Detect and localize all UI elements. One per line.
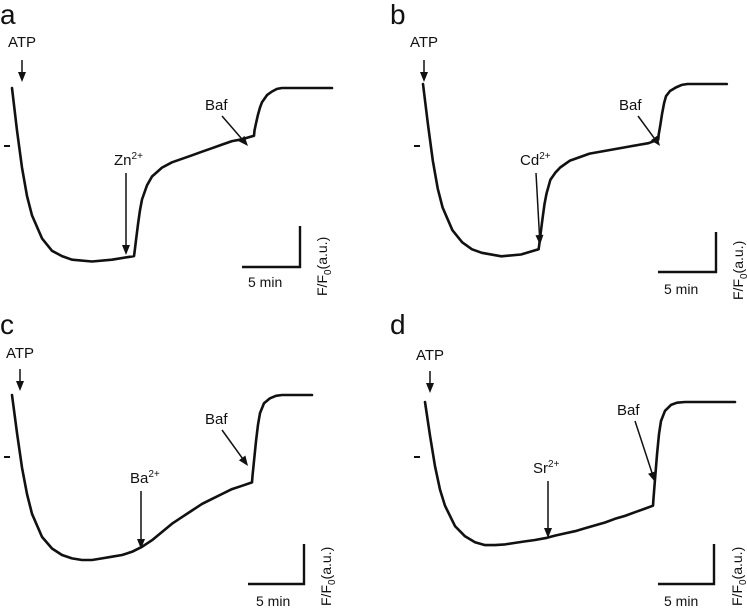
atp-arrow [18,60,26,82]
scale-bar [658,232,718,274]
atp-label: ATP [416,347,444,364]
scale-bar [242,226,302,269]
panel-letter: d [390,309,406,340]
y-axis-label-unit: (a.u.) [314,237,330,270]
baf-arrow-line [221,429,244,460]
scale-bar-label: 5 min [664,281,698,297]
baf-label: Baf [205,411,228,428]
y-axis-label: F/F0(a.u.) [730,241,747,300]
fluorescence-trace [423,400,737,547]
ion-charge: 2+ [132,151,144,162]
ion-arrow-head [544,528,552,538]
baf-arrow-head [238,455,248,466]
atp-arrow-head [426,383,434,393]
y-axis-label-unit: (a.u.) [730,241,746,274]
baf-arrow-line [634,420,654,475]
ion-arrow [544,481,552,538]
y-axis-label: F/F0(a.u.) [729,547,747,606]
ion-symbol: Cd [520,152,539,169]
baf-label: Baf [617,402,640,419]
y-axis-label: F/F0(a.u.) [318,547,338,606]
atp-label: ATP [8,34,36,51]
scale-bar-label: 5 min [256,593,290,609]
y-axis-label-sub: 0 [323,269,334,275]
scale-bar-label: 5 min [248,274,282,290]
ion-label: Sr2+ [533,459,560,477]
baf-arrow-line [637,115,656,140]
y-axis-label-unit: (a.u.) [318,547,334,580]
y-axis-label-unit: (a.u.) [729,547,745,580]
scale-bar-label: 5 min [664,593,698,609]
ion-arrow-head [137,539,145,549]
panel-letter: a [0,0,16,30]
ion-arrow-line [535,172,541,238]
baf-arrow-head [238,135,248,146]
scale-bar [248,544,306,586]
fluorescence-trace [10,393,314,562]
baf-label: Baf [205,97,228,114]
y-axis-label-sub: 0 [738,579,747,585]
fluorescence-trace [421,82,729,258]
baf-arrow-head [650,135,660,146]
ion-label: Zn2+ [114,151,143,169]
atp-arrow [426,371,434,393]
baf-arrow-line [221,115,244,141]
baf-arrow [634,420,656,482]
atp-label: ATP [6,345,34,362]
y-axis-label-main: F/F [314,275,330,296]
baf-arrow [221,429,248,466]
atp-arrow [420,60,428,82]
ion-arrow [122,173,130,255]
ion-arrow-head [535,234,544,245]
ion-symbol: Ba [130,470,149,487]
panel-letter: b [390,0,406,30]
ion-label: Ba2+ [130,469,160,487]
ion-arrow [535,172,544,245]
scale-bar [658,544,716,586]
ion-label: Cd2+ [520,151,551,169]
ion-charge: 2+ [548,459,560,470]
baf-label: Baf [619,97,642,114]
ion-symbol: Sr [533,460,548,477]
y-axis-label-main: F/F [318,585,334,606]
baf-arrow [637,115,660,146]
atp-arrow-head [18,72,26,82]
y-axis-label-sub: 0 [739,273,747,279]
ion-symbol: Zn [114,152,132,169]
ion-arrow [137,491,145,549]
y-axis-label: F/F0(a.u.) [314,237,334,296]
panel-letter: c [0,309,14,340]
atp-arrow-head [420,72,428,82]
ion-charge: 2+ [539,151,551,162]
fluorescence-trace [10,86,334,263]
ion-charge: 2+ [148,469,160,480]
y-axis-label-main: F/F [730,279,746,300]
ion-arrow-head [122,245,130,255]
baf-arrow-head [648,471,656,482]
baf-arrow [221,115,248,146]
y-axis-label-sub: 0 [327,579,338,585]
atp-label: ATP [410,34,438,51]
atp-arrow [16,369,24,391]
atp-arrow-head [16,381,24,391]
y-axis-label-main: F/F [729,585,745,606]
